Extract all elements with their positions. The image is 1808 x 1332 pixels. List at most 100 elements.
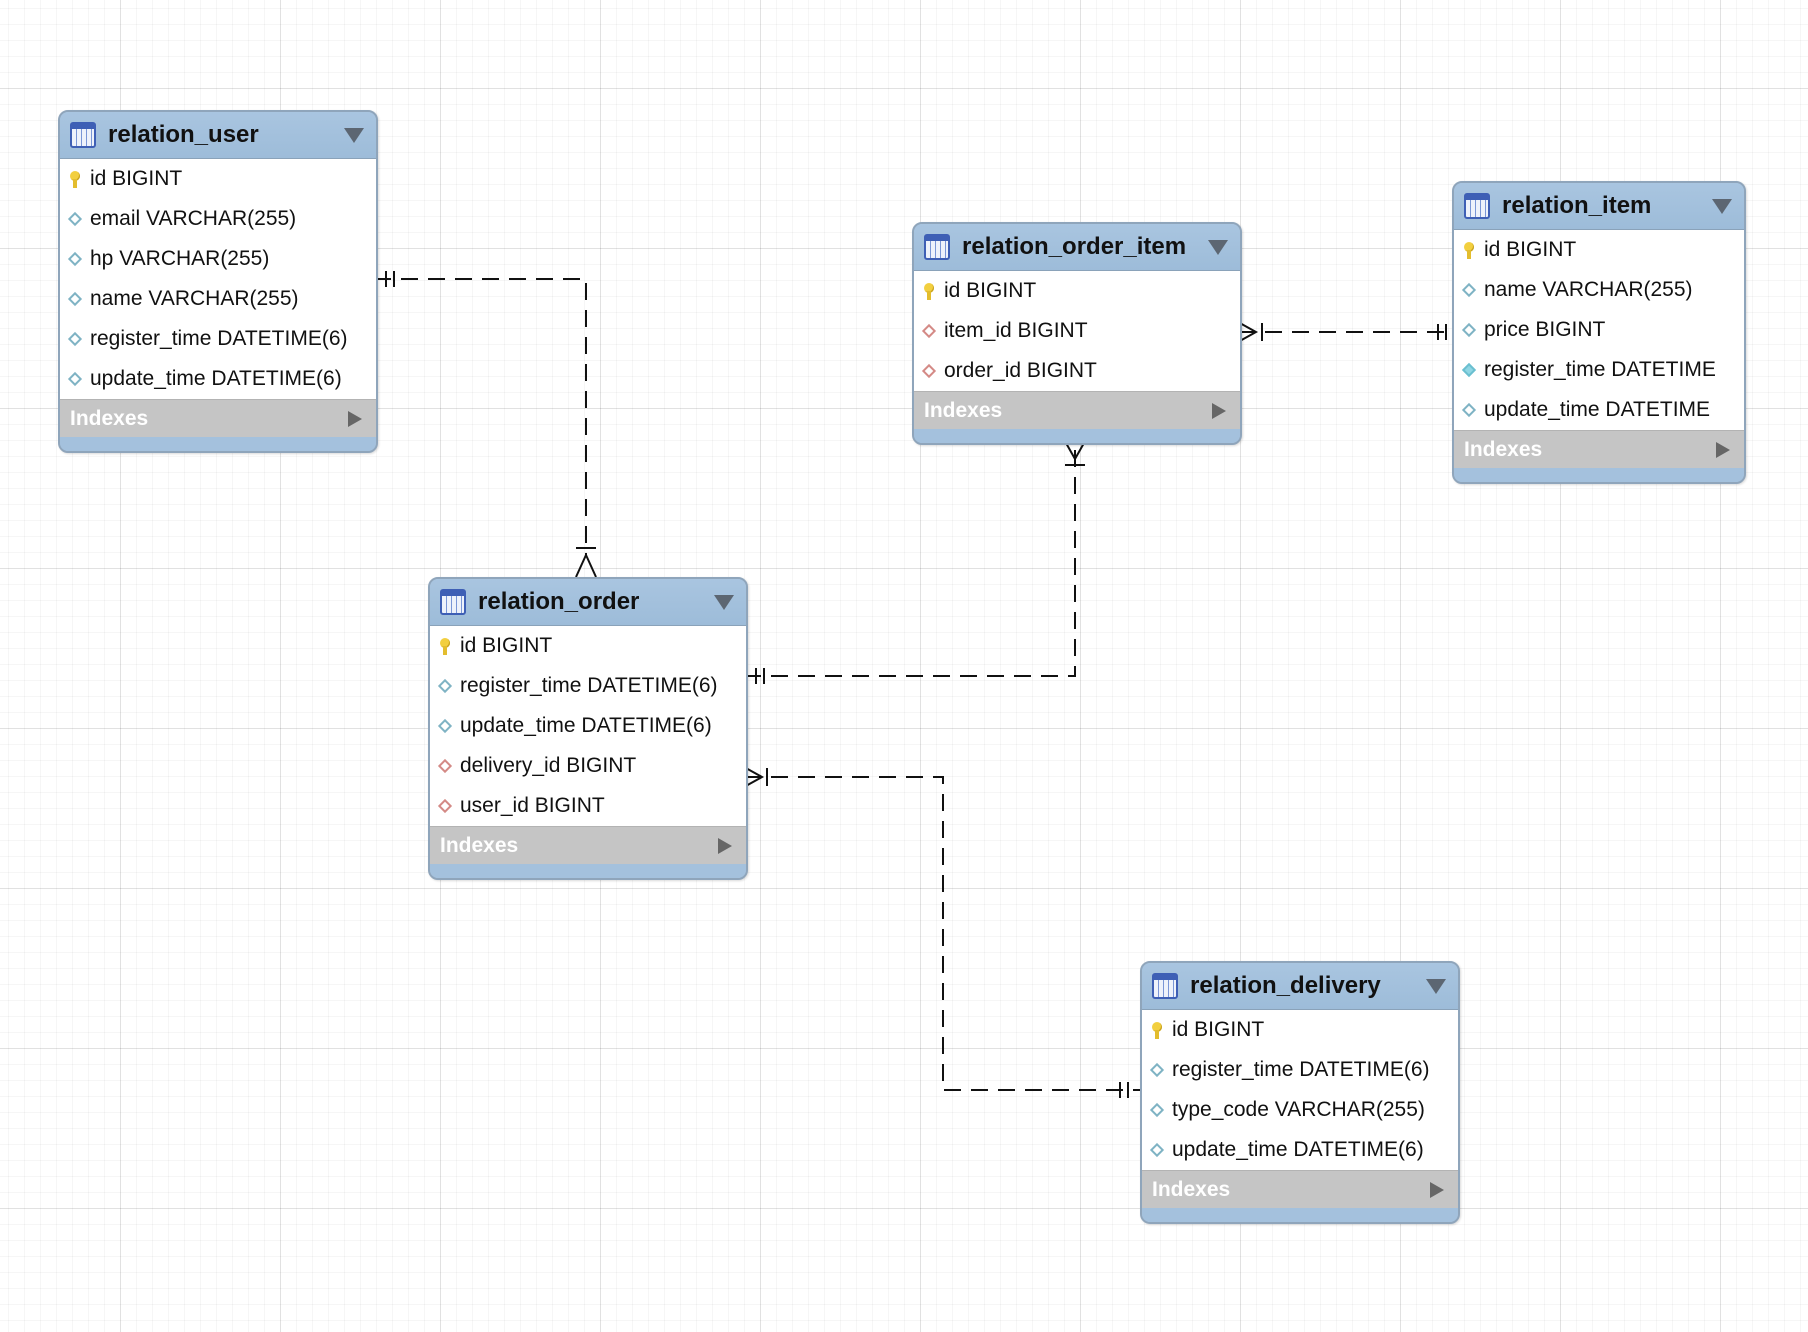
column-row[interactable]: id BIGINT — [914, 271, 1240, 311]
primary-key-icon — [924, 283, 934, 300]
column-row[interactable]: email VARCHAR(255) — [60, 199, 376, 239]
column-row[interactable]: id BIGINT — [430, 626, 746, 666]
one-mandatory-marker — [1437, 324, 1447, 340]
table-header[interactable]: relation_user — [60, 112, 376, 159]
column-definition: id BIGINT — [1172, 1018, 1265, 1041]
column-icon-slot — [914, 323, 944, 339]
relationship-order-order-item[interactable] — [744, 442, 1085, 684]
primary-key-icon — [70, 171, 80, 188]
expand-triangle-icon[interactable] — [348, 410, 362, 427]
indexes-section[interactable]: Indexes — [60, 399, 376, 437]
table-header[interactable]: relation_delivery — [1142, 963, 1458, 1010]
table-header[interactable]: relation_order_item — [914, 224, 1240, 271]
indexes-section[interactable]: Indexes — [1454, 430, 1744, 468]
column-definition: register_time DATETIME — [1484, 358, 1716, 381]
expand-triangle-icon[interactable] — [1212, 402, 1226, 419]
column-icon-slot — [1454, 402, 1484, 418]
column-row[interactable]: update_time DATETIME(6) — [60, 359, 376, 399]
column-definition: update_time DATETIME(6) — [90, 367, 342, 390]
column-row[interactable]: register_time DATETIME(6) — [1142, 1050, 1458, 1090]
column-icon-slot — [430, 758, 460, 774]
column-row[interactable]: register_time DATETIME(6) — [60, 319, 376, 359]
column-row[interactable]: register_time DATETIME — [1454, 350, 1744, 390]
column-list: id BIGINT item_id BIGINT order_id BIGINT — [914, 271, 1240, 391]
column-row[interactable]: id BIGINT — [1454, 230, 1744, 270]
expand-triangle-icon[interactable] — [1716, 441, 1730, 458]
expand-triangle-icon[interactable] — [718, 837, 732, 854]
column-list: id BIGINT name VARCHAR(255) price BIGINT re… — [1454, 230, 1744, 430]
collapse-triangle-icon[interactable] — [1426, 978, 1446, 994]
table-icon — [70, 122, 96, 148]
column-definition: hp VARCHAR(255) — [90, 247, 270, 270]
column-row[interactable]: name VARCHAR(255) — [60, 279, 376, 319]
column-row[interactable]: user_id BIGINT — [430, 786, 746, 826]
column-diamond-icon — [1461, 402, 1477, 418]
collapse-triangle-icon[interactable] — [1208, 239, 1228, 255]
table-header[interactable]: relation_order — [430, 579, 746, 626]
column-definition: price BIGINT — [1484, 318, 1606, 341]
column-list: id BIGINT register_time DATETIME(6) type_c… — [1142, 1010, 1458, 1170]
column-icon-slot — [1454, 282, 1484, 298]
indexes-label: Indexes — [70, 406, 149, 430]
one-or-many-marker — [575, 547, 597, 578]
column-row[interactable]: update_time DATETIME — [1454, 390, 1744, 430]
one-mandatory-marker — [1119, 1082, 1129, 1098]
column-row[interactable]: order_id BIGINT — [914, 351, 1240, 391]
column-diamond-icon — [437, 678, 453, 694]
column-definition: id BIGINT — [90, 167, 183, 190]
table-footer — [60, 437, 376, 451]
column-definition: register_time DATETIME(6) — [460, 674, 718, 697]
table-title: relation_item — [1502, 192, 1652, 219]
column-row[interactable]: item_id BIGINT — [914, 311, 1240, 351]
column-definition: register_time DATETIME(6) — [1172, 1058, 1430, 1081]
indexes-section[interactable]: Indexes — [914, 391, 1240, 429]
table-icon — [1152, 973, 1178, 999]
column-definition: item_id BIGINT — [944, 319, 1088, 342]
column-icon-slot — [430, 798, 460, 814]
column-icon-slot — [60, 251, 90, 267]
column-row[interactable]: register_time DATETIME(6) — [430, 666, 746, 706]
column-row[interactable]: type_code VARCHAR(255) — [1142, 1090, 1458, 1130]
table-footer — [914, 429, 1240, 443]
column-definition: type_code VARCHAR(255) — [1172, 1098, 1425, 1121]
collapse-triangle-icon[interactable] — [344, 127, 364, 143]
column-definition: update_time DATETIME(6) — [1172, 1138, 1424, 1161]
column-row[interactable]: delivery_id BIGINT — [430, 746, 746, 786]
column-row[interactable]: name VARCHAR(255) — [1454, 270, 1744, 310]
collapse-triangle-icon[interactable] — [1712, 198, 1732, 214]
column-icon-slot — [60, 331, 90, 347]
relationship-delivery-order[interactable] — [743, 766, 1140, 1098]
column-row[interactable]: hp VARCHAR(255) — [60, 239, 376, 279]
column-row[interactable]: update_time DATETIME(6) — [1142, 1130, 1458, 1170]
column-row[interactable]: id BIGINT — [1142, 1010, 1458, 1050]
column-row[interactable]: price BIGINT — [1454, 310, 1744, 350]
table-header[interactable]: relation_item — [1454, 183, 1744, 230]
column-list: id BIGINT register_time DATETIME(6) update… — [430, 626, 746, 826]
column-diamond-icon — [437, 718, 453, 734]
indexes-label: Indexes — [924, 398, 1003, 422]
column-definition: update_time DATETIME — [1484, 398, 1711, 421]
column-row[interactable]: update_time DATETIME(6) — [430, 706, 746, 746]
table-icon — [1464, 193, 1490, 219]
table-footer — [430, 864, 746, 878]
indexes-section[interactable]: Indexes — [1142, 1170, 1458, 1208]
column-definition: register_time DATETIME(6) — [90, 327, 348, 350]
collapse-triangle-icon[interactable] — [714, 594, 734, 610]
column-icon-slot — [1142, 1062, 1172, 1078]
column-definition: id BIGINT — [1484, 238, 1577, 261]
expand-triangle-icon[interactable] — [1430, 1181, 1444, 1198]
indexes-section[interactable]: Indexes — [430, 826, 746, 864]
column-diamond-icon — [1461, 322, 1477, 338]
foreign-key-diamond-icon — [921, 363, 937, 379]
column-row[interactable]: id BIGINT — [60, 159, 376, 199]
relationship-user-order[interactable] — [374, 271, 597, 578]
relationship-item-order-item[interactable] — [1237, 321, 1452, 343]
column-list: id BIGINT email VARCHAR(255) hp VARCHAR(25… — [60, 159, 376, 399]
column-diamond-icon — [1149, 1102, 1165, 1118]
